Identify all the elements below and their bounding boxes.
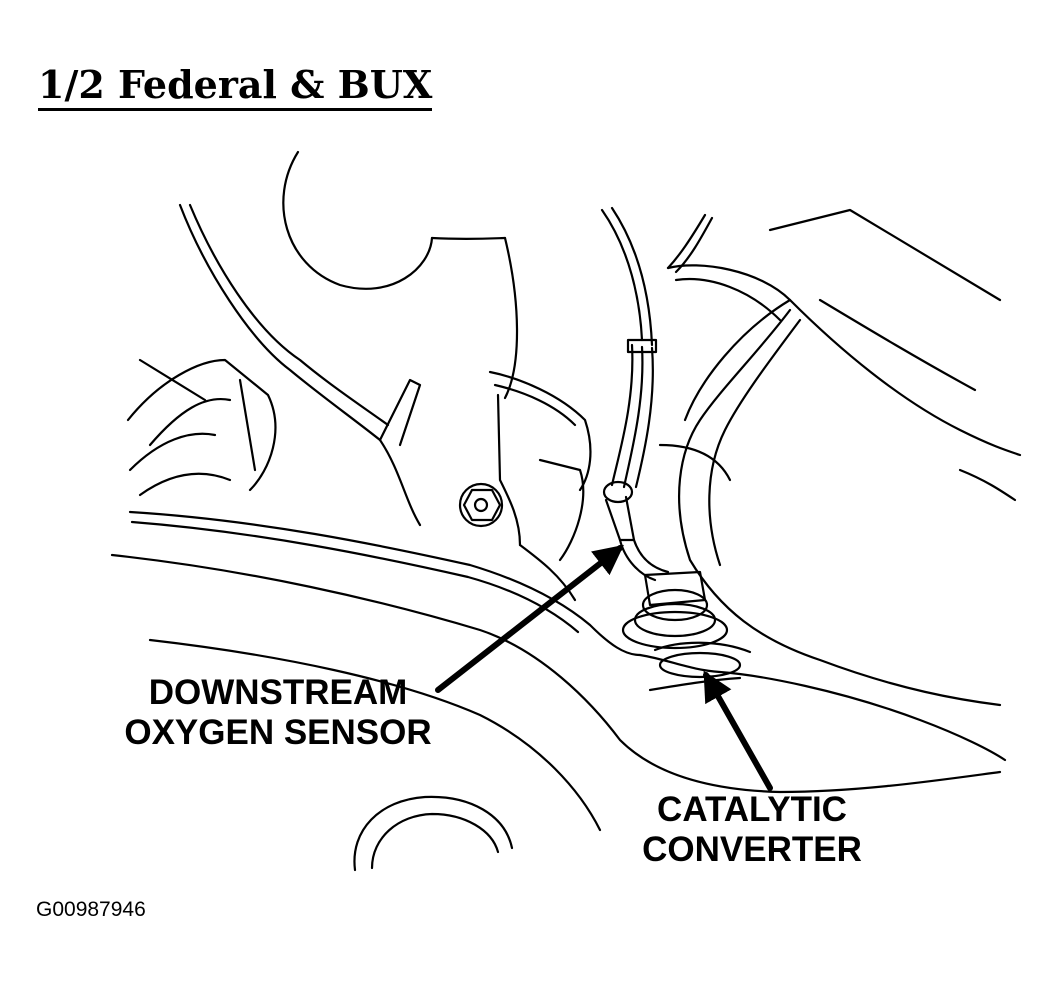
sensor-harness bbox=[600, 206, 714, 489]
arrow-to-sensor bbox=[435, 544, 624, 693]
callout-arrows bbox=[435, 544, 773, 791]
heat-shield bbox=[110, 510, 1007, 832]
lower-ring bbox=[353, 795, 514, 872]
oxygen-sensor bbox=[602, 480, 729, 650]
arrow-to-converter bbox=[703, 670, 773, 791]
bracket bbox=[126, 358, 277, 497]
bolt bbox=[458, 482, 504, 528]
page-title: 1/2 Federal & BUX bbox=[38, 66, 433, 111]
callout-line: OXYGEN SENSOR bbox=[124, 713, 432, 752]
engine-housing bbox=[178, 150, 519, 527]
callout-line: CONVERTER bbox=[642, 830, 862, 869]
callout-line: CATALYTIC bbox=[657, 790, 847, 829]
catalytic-converter-label: CATALYTIC CONVERTER bbox=[632, 790, 872, 870]
callout-line: DOWNSTREAM bbox=[148, 673, 408, 712]
catalytic-converter-shell bbox=[658, 208, 1022, 707]
downstream-oxygen-sensor-label: DOWNSTREAM OXYGEN SENSOR bbox=[108, 673, 448, 753]
figure-id: G00987946 bbox=[36, 898, 146, 921]
harness-bracket bbox=[488, 370, 592, 602]
